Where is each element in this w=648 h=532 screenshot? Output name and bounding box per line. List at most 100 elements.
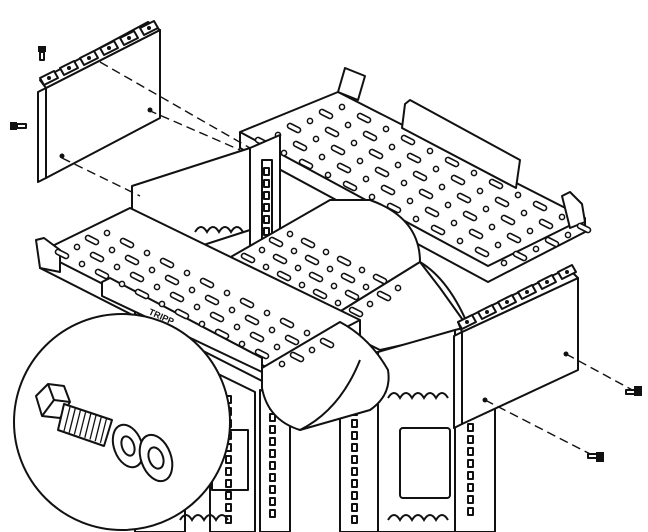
tray-hole — [322, 248, 330, 256]
tray-hole — [438, 183, 446, 191]
tab-hole — [505, 300, 509, 304]
tray-hole — [382, 125, 390, 133]
tray-slot — [209, 311, 225, 323]
tray-slot — [254, 348, 270, 360]
tray-hole — [494, 241, 502, 249]
tray-slot — [292, 140, 308, 152]
tray-slot — [268, 236, 284, 248]
tray-hole — [258, 246, 266, 254]
tray-hole — [564, 231, 572, 239]
tray-slot — [474, 246, 490, 258]
tray-hole — [286, 230, 294, 238]
upright-hole — [263, 215, 270, 224]
tray-slot — [214, 328, 230, 340]
tray-hole — [118, 280, 126, 288]
upright-hole — [351, 491, 358, 500]
tray-hole — [143, 249, 151, 257]
thread-line — [84, 413, 92, 438]
tray-slot — [54, 248, 70, 260]
tray-slot — [348, 306, 364, 318]
upright-hole — [467, 435, 474, 444]
tray-slot — [169, 291, 185, 303]
front-cable-tray: TRIPP — [35, 207, 390, 431]
upright-hole — [467, 495, 474, 504]
tab-hole — [47, 76, 51, 80]
tray-hole — [394, 161, 402, 169]
tray-slot — [89, 251, 105, 263]
upright-hole — [351, 455, 358, 464]
tray-hole — [526, 227, 534, 235]
left-end-bracket — [37, 20, 161, 183]
tray-slot — [544, 236, 560, 248]
tray-hole — [362, 283, 370, 291]
upright-hole — [225, 491, 232, 500]
tray-hole — [350, 139, 358, 147]
tray-slot — [340, 272, 356, 284]
tab-hole — [127, 36, 131, 40]
tray-hole — [388, 143, 396, 151]
thread-line — [99, 418, 108, 444]
tray-slot — [244, 314, 260, 326]
tray-slot — [286, 122, 302, 134]
tray-slot — [300, 237, 316, 249]
upright-hole — [269, 437, 276, 446]
tray-hole — [188, 286, 196, 294]
upright-hole — [467, 423, 474, 432]
washer-icon — [111, 423, 145, 469]
thread-line — [78, 411, 87, 437]
thread-line — [73, 410, 82, 435]
tray-hole — [308, 346, 316, 354]
tray-hole — [262, 263, 270, 271]
tray-slot — [84, 234, 100, 246]
upright-hole — [467, 447, 474, 456]
tab-hole — [485, 310, 489, 314]
tray-slot — [380, 184, 396, 196]
tray-hole — [228, 306, 236, 314]
tray-hole — [366, 300, 374, 308]
tray-slot — [506, 232, 522, 244]
upright-hole — [269, 413, 276, 422]
tray-hole — [456, 237, 464, 245]
upright-hole — [263, 227, 270, 236]
tray-slot — [164, 274, 180, 286]
tray-slot — [376, 290, 392, 302]
tray-hole — [73, 243, 81, 251]
tab-hole — [87, 56, 91, 60]
upright-hole — [467, 483, 474, 492]
tray-hole — [362, 175, 370, 183]
tray-hole — [394, 284, 402, 292]
lock-washer-icon — [138, 433, 174, 483]
tray-slot — [324, 126, 340, 138]
tray-hole — [412, 215, 420, 223]
upright-hole — [351, 515, 358, 524]
tray-slot — [374, 166, 390, 178]
tray-slot — [204, 294, 220, 306]
tray-hole — [500, 259, 508, 267]
upright-hole — [225, 479, 232, 488]
rear-tray-slots — [254, 103, 592, 267]
tray-hole — [450, 219, 458, 227]
upright-hole — [351, 503, 358, 512]
upright-hole — [269, 449, 276, 458]
tray-slot — [312, 288, 328, 300]
screw-right-bottom — [587, 452, 604, 462]
tray-hole — [263, 309, 271, 317]
tray-hole — [290, 247, 298, 255]
upright-hole — [263, 203, 270, 212]
screw-left-top — [38, 46, 46, 61]
guide-line-left-3 — [61, 157, 141, 197]
screw-left-side — [10, 122, 27, 130]
upright-hole — [269, 425, 276, 434]
tray-slot — [344, 289, 360, 301]
tray-hole — [298, 281, 306, 289]
tray-hole — [558, 213, 566, 221]
hardware-detail-callout — [13, 313, 231, 531]
tray-slot — [368, 148, 384, 160]
tray-hole — [482, 205, 490, 213]
tray-slot — [406, 152, 422, 164]
tray-hole — [426, 147, 434, 155]
tray-hole — [520, 209, 528, 217]
thread-line — [68, 408, 76, 433]
tab-hole — [525, 290, 529, 294]
